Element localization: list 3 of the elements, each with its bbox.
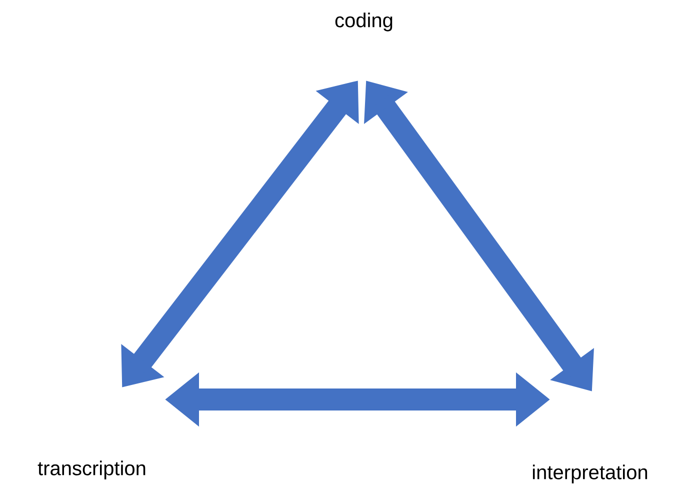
node-label: coding <box>335 12 392 32</box>
node-label: transcription <box>38 460 146 480</box>
node-label: interpretation <box>532 464 648 484</box>
